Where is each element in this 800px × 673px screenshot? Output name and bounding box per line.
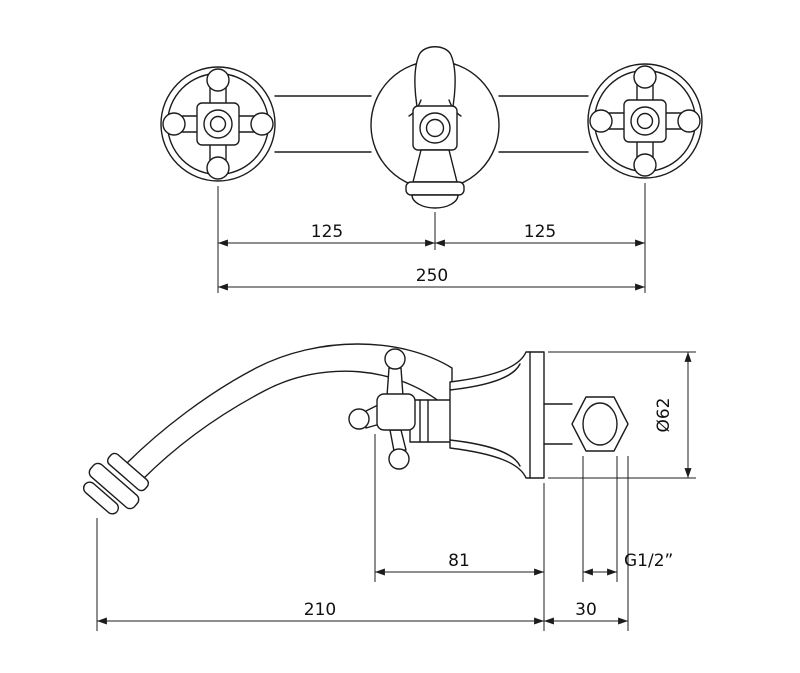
handle-ball-icon <box>384 348 406 370</box>
handle-ball-icon <box>206 68 230 92</box>
left-handle <box>160 66 276 182</box>
thread-hole <box>582 402 618 446</box>
side-view <box>82 343 629 515</box>
inlet-pipe <box>543 403 573 445</box>
front-view <box>160 46 703 209</box>
handle-ball-icon <box>633 65 657 89</box>
hex-nut <box>571 396 629 452</box>
wall-flange <box>449 351 545 479</box>
handle-arm-bottom <box>389 429 407 452</box>
side-view-dimensions: 81 G1/2” 210 30 Ø62 <box>96 351 696 631</box>
spout-riser <box>414 46 456 123</box>
mounting-bar <box>274 95 589 153</box>
dim-label-behind-wall: 30 <box>575 600 597 620</box>
handle-ball-icon <box>348 408 370 430</box>
dim-label-spout-reach: 210 <box>304 600 336 620</box>
dim-label-left-half: 125 <box>311 222 343 242</box>
dim-label-flange-diameter: Ø62 <box>654 397 674 432</box>
dim-label-total-width: 250 <box>416 266 448 286</box>
spout-tip <box>82 452 150 515</box>
front-view-dimensions: 125 125 250 <box>217 183 646 293</box>
handle-stem <box>386 367 404 397</box>
dim-label-thread: G1/2” <box>624 551 673 571</box>
handle-side <box>348 348 416 470</box>
spout-outlet <box>412 149 458 183</box>
handle-ball-icon <box>388 448 410 470</box>
valve-body <box>409 399 453 443</box>
dim-label-right-half: 125 <box>524 222 556 242</box>
dim-label-handle-to-wall: 81 <box>448 551 470 571</box>
handle-hub <box>376 393 416 431</box>
right-handle <box>587 63 703 179</box>
spout-front <box>405 46 465 209</box>
